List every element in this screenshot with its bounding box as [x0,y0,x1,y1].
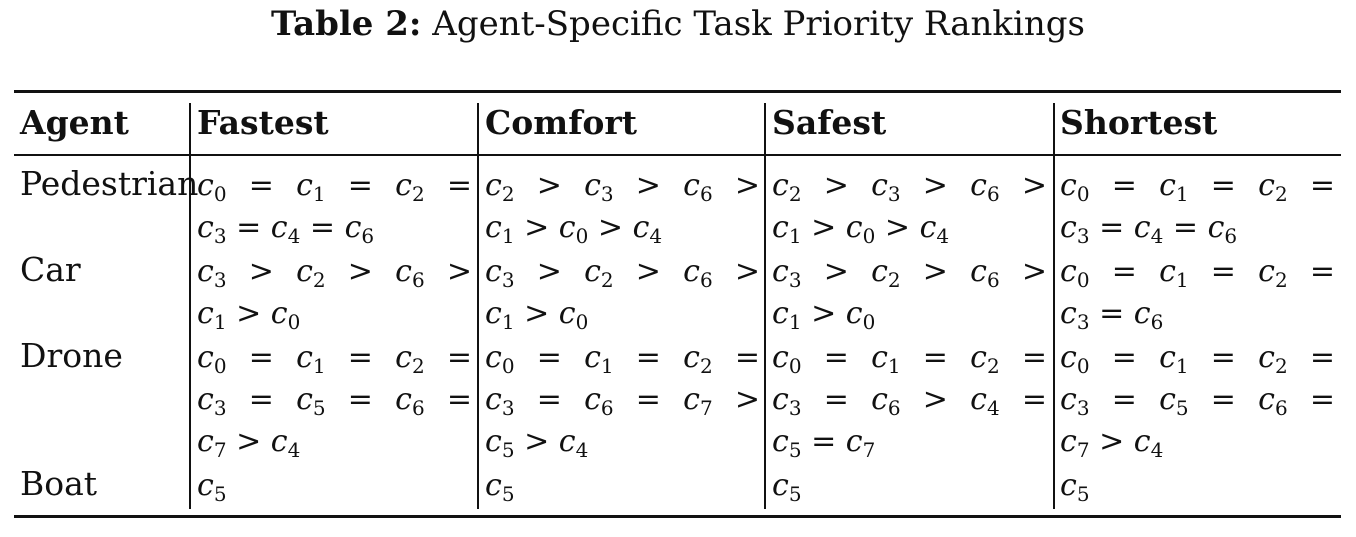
ranking-line: c0 = c1 = c2 = [197,168,472,206]
ranking-line: c5 [485,468,515,506]
ranking-line: c1 > c0 > c4 [772,210,950,248]
column-header-agent: Agent [20,103,129,142]
ranking-line: c3 = c6 [1060,296,1164,334]
ranking-line: c3 = c6 > c4 = [772,382,1047,420]
ranking-line: c0 = c1 = c2 = [197,340,472,378]
ranking-line: c3 = c4 = c6 [1060,210,1238,248]
ranking-line: c2 > c3 > c6 > [485,168,760,206]
table-caption: Table 2: Agent-Specific Task Priority Ra… [0,2,1356,46]
ranking-line: c7 > c4 [197,424,301,462]
ranking-line: c7 > c4 [1060,424,1164,462]
agent-name: Pedestrian [20,164,199,203]
column-header-shortest: Shortest [1060,103,1218,142]
ranking-line: c5 > c4 [485,424,589,462]
ranking-line: c3 > c2 > c6 > [197,254,472,292]
ranking-line: c3 = c5 = c6 = [197,382,472,420]
ranking-line: c3 > c2 > c6 > [485,254,760,292]
table-top-rule [14,90,1341,93]
ranking-line: c1 > c0 [485,296,589,334]
ranking-line: c1 > c0 [772,296,876,334]
ranking-line: c5 [197,468,227,506]
ranking-line: c3 = c5 = c6 = [1060,382,1335,420]
column-separator [1053,103,1055,509]
ranking-line: c1 > c0 > c4 [485,210,663,248]
column-header-fastest: Fastest [197,103,329,142]
table-bottom-rule [14,515,1341,518]
column-header-safest: Safest [772,103,887,142]
table-header-rule [14,154,1341,156]
ranking-line: c0 = c1 = c2 = [1060,168,1335,206]
column-separator [189,103,191,509]
column-separator [764,103,766,509]
ranking-line: c2 > c3 > c6 > [772,168,1047,206]
ranking-line: c5 [1060,468,1090,506]
ranking-line: c0 = c1 = c2 = [1060,340,1335,378]
ranking-line: c0 = c1 = c2 = [1060,254,1335,292]
column-separator [477,103,479,509]
agent-name: Boat [20,464,98,503]
ranking-line: c0 = c1 = c2 = [485,340,760,378]
ranking-line: c1 > c0 [197,296,301,334]
agent-name: Car [20,250,81,289]
caption-text: Agent-Specific Task Priority Rankings [432,4,1085,44]
ranking-line: c5 = c7 [772,424,876,462]
ranking-line: c0 = c1 = c2 = [772,340,1047,378]
agent-name: Drone [20,336,123,375]
ranking-line: c3 = c6 = c7 > [485,382,760,420]
ranking-line: c5 [772,468,802,506]
ranking-line: c3 > c2 > c6 > [772,254,1047,292]
ranking-line: c3 = c4 = c6 [197,210,375,248]
caption-label: Table 2: [271,4,422,44]
column-header-comfort: Comfort [485,103,638,142]
